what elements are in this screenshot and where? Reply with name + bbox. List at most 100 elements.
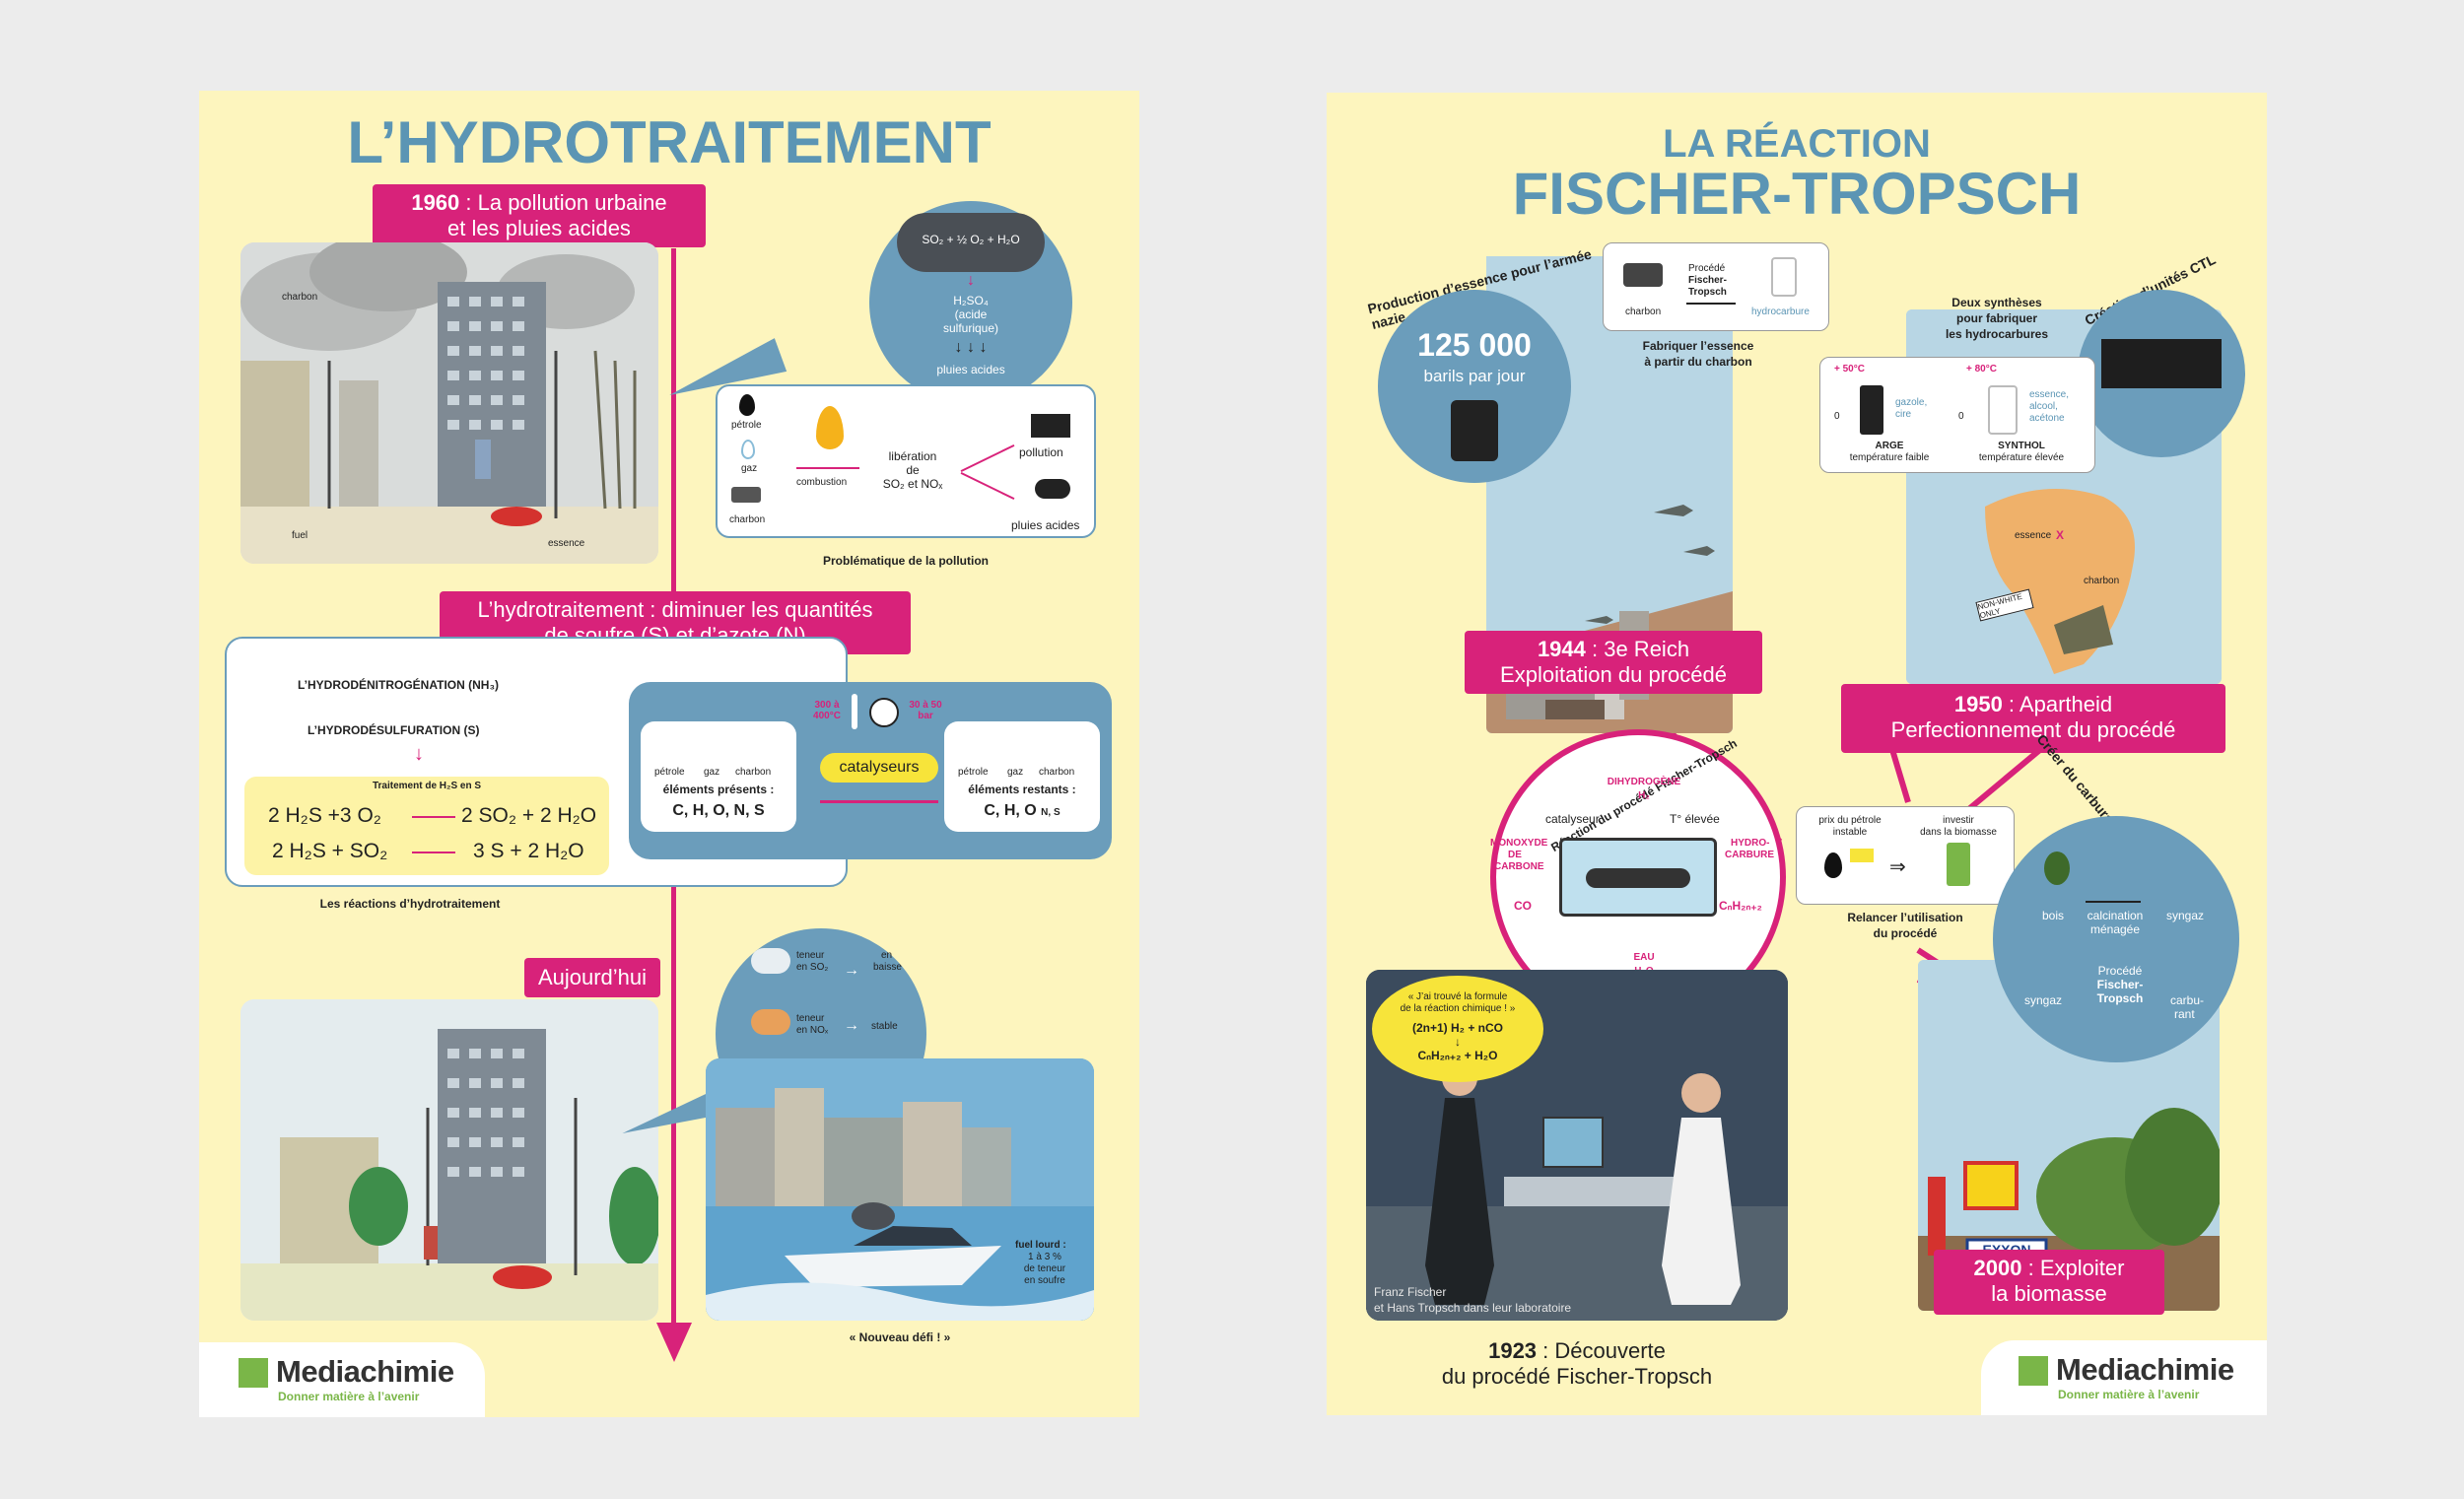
r1-arrow: → (844, 962, 859, 979)
r2-value: stable (871, 1021, 898, 1032)
money-note-icon (1850, 849, 1874, 862)
coal-cart-icon (1623, 263, 1663, 287)
era-1950-text2: Perfectionnement du procédé (1890, 717, 2176, 743)
synth-zero1: 0 (1834, 411, 1840, 422)
cat-charbon-label: charbon (735, 767, 772, 778)
rc-monoxyde1: MONOXYDE (1490, 838, 1548, 849)
process-proc3: Tropsch (1688, 287, 1727, 298)
synth-title3: les hydrocarbures (1945, 327, 2049, 341)
flame-icon (816, 406, 844, 449)
mediachimie-logo-right: Mediachimie Donner matière à l’avenir (1981, 1340, 2267, 1415)
synth-p1b: cire (1895, 409, 1912, 420)
bio-invest1: investir (1943, 815, 1974, 826)
process-arrow (1686, 303, 1736, 305)
bb-proc3: Tropsch (2096, 991, 2144, 1005)
barrels-bubble: 125 000 barils par jour (1378, 290, 1571, 483)
remaining-main: C, H, O (984, 802, 1037, 819)
remaining-elements: C, H, O N, S (944, 802, 1100, 820)
era-1960-year: 1960 (411, 190, 460, 215)
synth-arge-sub: température faible (1849, 452, 1930, 463)
speech-l1: « J’ai trouvé la formule (1407, 991, 1508, 1002)
rc-formula: CₙH₂ₙ₊₂ (1719, 899, 1762, 913)
eq1-arrow (412, 816, 455, 818)
era-1950-text: : Apartheid (2002, 692, 2113, 716)
thermometer-icon (852, 694, 857, 729)
catalyst-pill: catalyseurs (820, 753, 938, 783)
process-charbon: charbon (1625, 307, 1662, 317)
bb-proc1: Procédé (2097, 964, 2143, 978)
process-caption1: Fabriquer l’essence (1642, 339, 1754, 353)
era-1923-caption: 1923 : Découverte du procédé Fischer-Tro… (1366, 1338, 1788, 1391)
bubble-product1: H₂SO₄ (953, 294, 989, 307)
relaunch-caption2: du procédé (1873, 926, 1938, 940)
fuel-can-icon (1988, 385, 2018, 435)
poster-hydrotraitement: L’HYDROTRAITEMENT 1960 : La pollution ur… (199, 91, 1139, 1417)
bb-arrow1 (2086, 901, 2141, 903)
rem-charbon-label: charbon (1039, 767, 1075, 778)
speech-l2: de la réaction chimique ! » (1400, 1003, 1516, 1014)
eq1-left: 2 H₂S +3 O₂ (268, 804, 381, 827)
bb-syngaz: syngaz (2166, 909, 2205, 922)
synth-arge: ARGE (1875, 441, 1904, 451)
catalysis-panel: 300 à 400°C 30 à 50 bar pétrole gaz char… (629, 682, 1112, 859)
africa-x: X (2056, 528, 2065, 542)
bio-price2: instable (1832, 827, 1868, 838)
r2-label1: teneur (796, 1013, 825, 1024)
rem-petrole-label: pétrole (958, 767, 989, 778)
process-box: charbon Procédé Fischer- Tropsch hydroca… (1603, 242, 1829, 331)
present-elements: C, H, O, N, S (672, 802, 765, 819)
era-1923-year: 1923 (1488, 1338, 1538, 1363)
h2s-treatment-panel: Traitement de H₂S en S 2 H₂S +3 O₂ 2 SO₂… (244, 777, 609, 875)
pollution-petrole-label: pétrole (731, 420, 762, 431)
hdn-label: L’HYDRODÉNITROGÉNATION (NH₃) (298, 678, 499, 692)
today-banner: Aujourd’hui (524, 958, 660, 997)
city-scene-1960: charbon fuel essence (240, 242, 658, 564)
synth-t1: + 50°C (1834, 364, 1865, 375)
ship-note-l1: fuel lourd : (1015, 1240, 1066, 1251)
logo-tagline-left: Donner matière à l’avenir (278, 1390, 420, 1403)
petrole-drop-icon (739, 394, 755, 416)
speech-l3: (2n+1) H₂ + nCO (1411, 1021, 1503, 1035)
eq2-left: 2 H₂S + SO₂ (272, 840, 388, 862)
synth-p1a: gazole, (1895, 397, 1928, 408)
era-1923-text: : Découverte (1537, 1338, 1666, 1363)
bubble-arrow-down: ↓ (967, 272, 975, 289)
catalysis-temp: 300 à 400°C (813, 700, 841, 721)
reactor-core (1586, 868, 1690, 888)
rc-h2: H₂ (1638, 790, 1650, 801)
ship-scene: fuel lourd : 1 à 3 % de teneur en soufre (706, 1058, 1094, 1321)
city-scene-today (240, 999, 658, 1321)
poster-title-right-1: LA RÉACTION (1663, 122, 1931, 166)
logo-mark-icon-right (2019, 1356, 2048, 1386)
cat-petrole-label: pétrole (654, 767, 685, 778)
catalyst-label: catalyseurs (839, 759, 920, 776)
arrow-up-pollution (960, 443, 1015, 473)
biomass-investment-box: prix du pétrole instable investir dans l… (1796, 806, 2015, 905)
reactions-caption: Les réactions d’hydrotraitement (319, 897, 501, 911)
bubble-product3: sulfurique) (942, 321, 999, 335)
rc-catalyseur: catalyseur (1545, 812, 1600, 826)
era-1923-text2: du procédé Fischer-Tropsch (1441, 1364, 1713, 1390)
process-proc2: Fischer- (1688, 275, 1727, 286)
bio-price1: prix du pétrole (1818, 815, 1882, 826)
synth-synthol: SYNTHOL (1998, 441, 2045, 451)
bubble-equation: SO₂ + ½ O₂ + H₂O (922, 233, 1020, 246)
synth-synthol-sub: température élevée (1978, 452, 2065, 463)
poster-fischer-tropsch: LA RÉACTION FISCHER-TROPSCH Production d… (1327, 93, 2267, 1415)
ctl-bubble (2078, 290, 2245, 457)
ship-note-l4: en soufre (1024, 1275, 1065, 1286)
cat-gaz-label: gaz (704, 767, 720, 778)
mediachimie-logo-left: Mediachimie Donner matière à l’avenir (199, 1342, 485, 1417)
bubble-product2: (acide (954, 307, 988, 321)
laboratory-scene-1923: Franz Fischer et Hans Tropsch dans leur … (1366, 970, 1788, 1321)
hds-label: L’HYDRODÉSULFURATION (S) (308, 723, 480, 737)
synth-t2: + 80°C (1966, 364, 1997, 375)
label-essence: essence (548, 538, 585, 549)
gaz-drop-icon (741, 440, 755, 459)
africa-essence: essence (2015, 530, 2052, 541)
rc-dihydrogene: DIHYDROGÈNE (1607, 777, 1681, 787)
ship-note-l3: de teneur (1023, 1263, 1066, 1274)
barrels-value: 125 000 (1417, 327, 1532, 363)
synth-p2a: essence, (2029, 389, 2070, 400)
era-2000-year: 2000 (1973, 1256, 2022, 1280)
